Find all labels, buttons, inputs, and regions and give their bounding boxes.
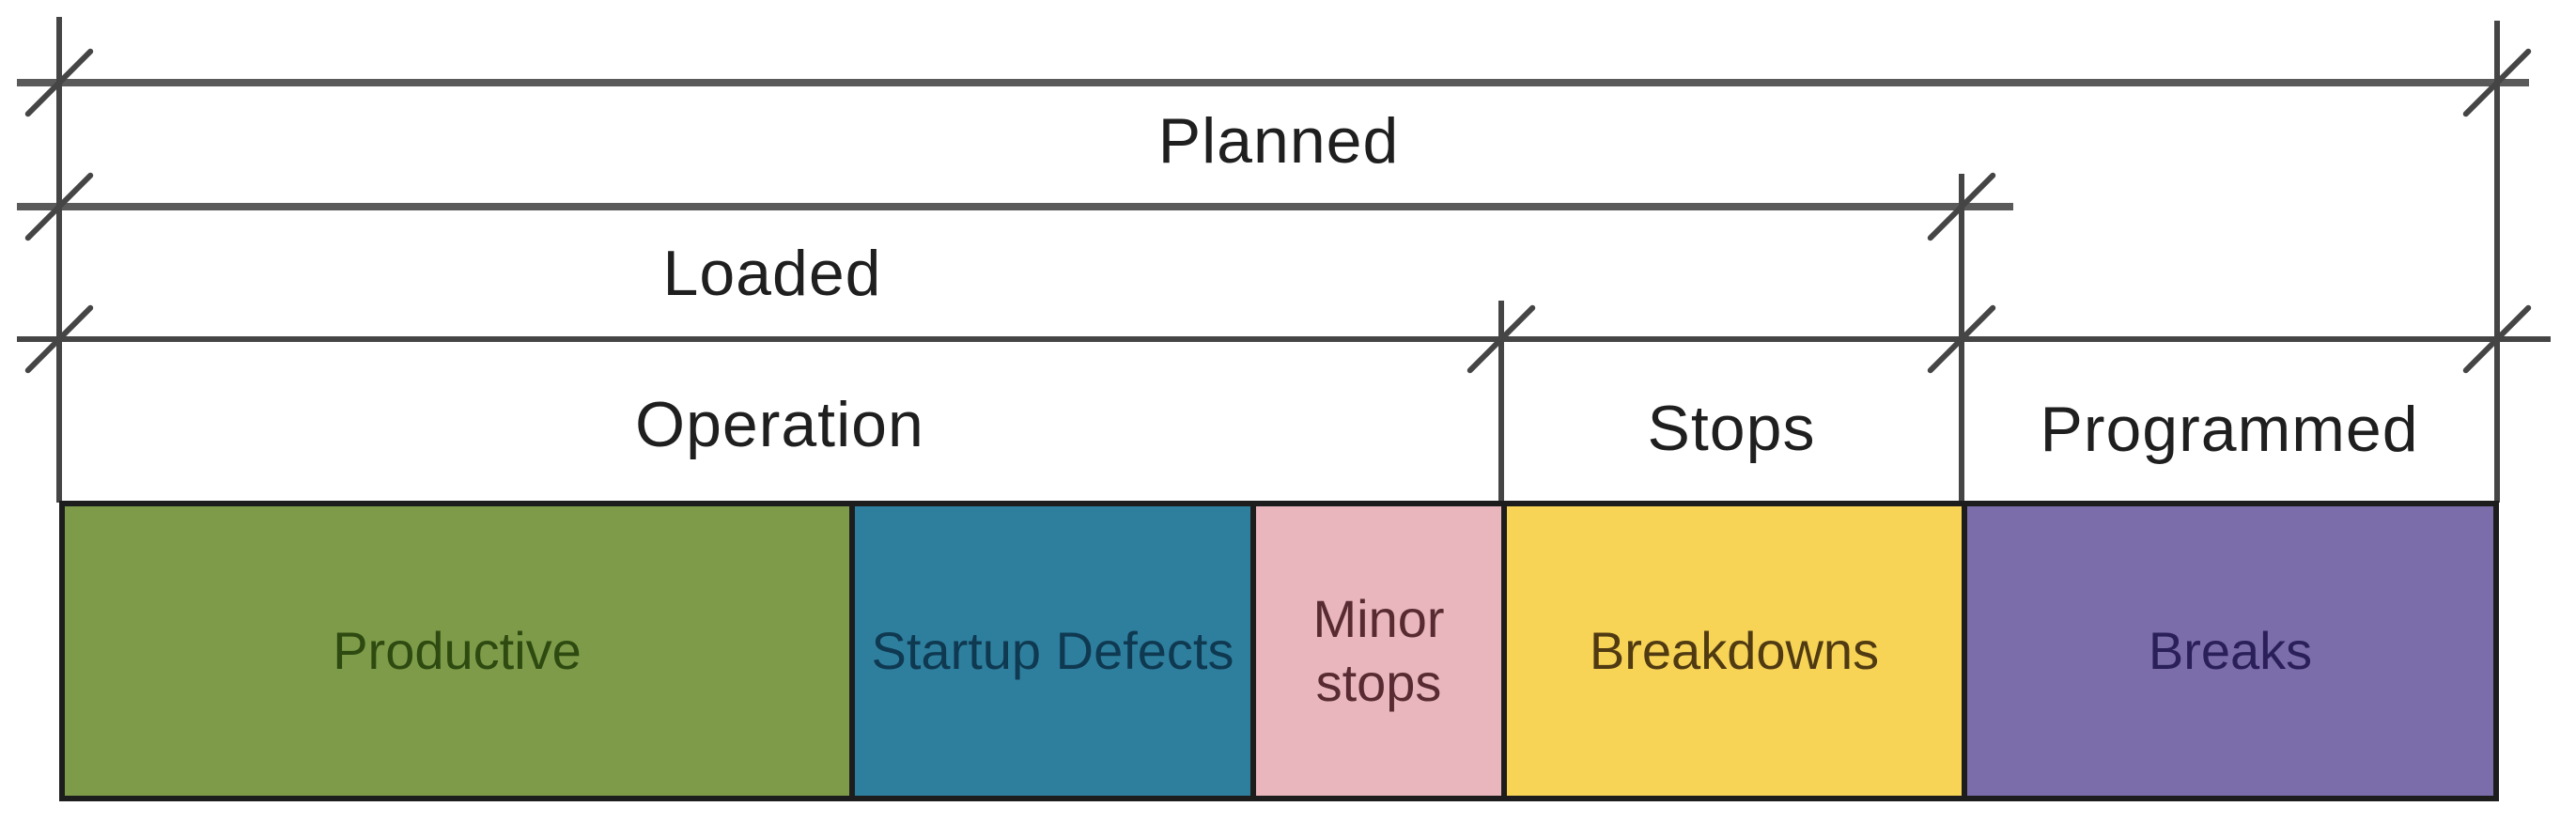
operation-boundary-line (1498, 301, 1504, 503)
bar-minor-stops: Minor stops (1250, 506, 1501, 796)
planned-boundary-line (2494, 21, 2500, 503)
bar-label: Startup Defects (871, 620, 1234, 680)
operation-dimension-line (17, 336, 2551, 342)
bar-label: Breakdowns (1589, 620, 1880, 680)
left-extension-line (56, 17, 62, 503)
loaded-dimension-line (17, 203, 2013, 210)
bar-breakdowns: Breakdowns (1501, 506, 1962, 796)
planned-label: Planned (1157, 105, 1400, 177)
loaded-label: Loaded (662, 238, 882, 309)
bar-startup-defects: Startup Defects (849, 506, 1250, 796)
bar-label: Breaks (2148, 620, 2313, 680)
time-bar: Productive Startup Defects Minor stops B… (59, 501, 2499, 801)
planned-dimension-line (17, 79, 2529, 86)
operation-label: Operation (635, 389, 924, 460)
programmed-label: Programmed (2040, 394, 2419, 465)
stops-label: Stops (1647, 393, 1816, 464)
bar-productive: Productive (65, 506, 849, 796)
bar-label: Productive (333, 620, 582, 680)
bar-breaks: Breaks (1962, 506, 2493, 796)
bar-label: Minor stops (1312, 588, 1445, 712)
